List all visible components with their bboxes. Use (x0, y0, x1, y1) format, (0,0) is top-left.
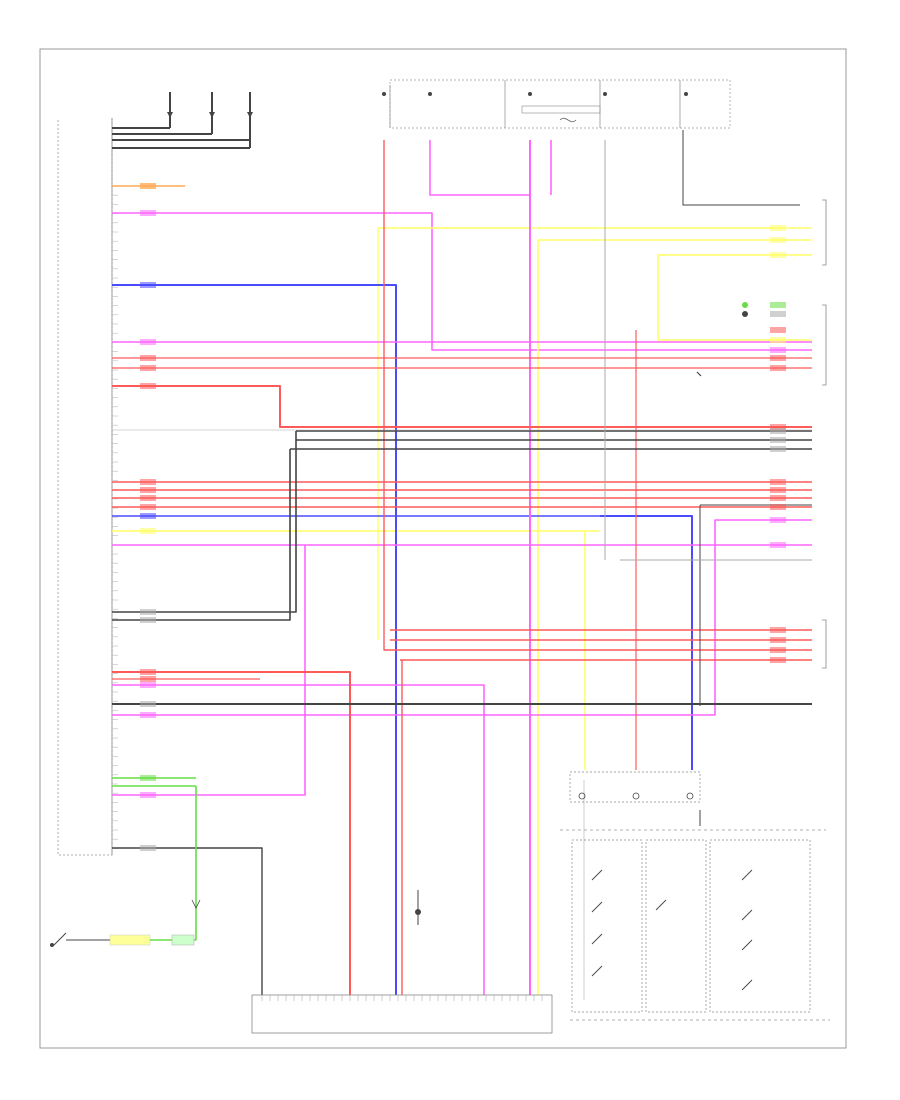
wire-color-tag (770, 495, 786, 501)
wire-color-tag (140, 282, 156, 288)
wire-color-tag (770, 487, 786, 493)
wire-color-tag (770, 647, 786, 653)
switch-assembly (560, 771, 830, 1021)
wire-color-tag (770, 424, 786, 430)
wire-red-9 (112, 671, 351, 1000)
wire-color-tag (770, 237, 786, 243)
bottom-connector-pins (261, 995, 543, 1001)
ground-sensor (415, 890, 421, 925)
wire-tags (140, 183, 786, 851)
diagram-frame (39, 48, 847, 1049)
wire-color-tag (140, 845, 156, 851)
wire-color-tag (770, 428, 786, 434)
wire-color-tag (140, 504, 156, 510)
wire-red-3 (112, 385, 812, 428)
wire-color-tag (770, 479, 786, 485)
wire-color-tag (770, 302, 786, 308)
wire-color-tag (770, 337, 786, 343)
wire-color-tag (140, 513, 156, 519)
wire-color-tag (770, 504, 786, 510)
wire-color-tag (140, 487, 156, 493)
wire-color-tag (770, 637, 786, 643)
wire-color-tag (770, 657, 786, 663)
wire-color-tag (140, 210, 156, 216)
wire-pink-1 (112, 212, 812, 351)
wire-color-tag (140, 775, 156, 781)
wire-blue-2 (600, 515, 693, 770)
main-module (57, 118, 118, 856)
wire-black-7 (112, 847, 263, 1000)
wire-color-tag (140, 682, 156, 688)
wire-color-tag (770, 446, 786, 452)
wire-blue-1 (112, 284, 397, 1000)
bottom-connector (251, 994, 553, 1034)
wire-color-tag (140, 701, 156, 707)
wire-pink-8 (112, 684, 485, 1000)
wire-pink-7 (112, 545, 306, 796)
wire-color-tag (770, 355, 786, 361)
wire-color-tag (770, 627, 786, 633)
wire-color-tag (770, 437, 786, 443)
wire-color-tag (770, 252, 786, 258)
wire-red-4 (383, 140, 812, 651)
module-pin-ticks (112, 185, 118, 849)
wire-color-tag (140, 355, 156, 361)
wire-color-tag (140, 183, 156, 189)
right-components (682, 130, 827, 669)
wire-color-tag (140, 365, 156, 371)
wire-layer (112, 140, 812, 1000)
wire-color-tag (140, 495, 156, 501)
wire-color-tag (770, 327, 786, 333)
wire-color-tag (140, 617, 156, 623)
wire-pink-2 (429, 140, 530, 196)
wire-color-tag (140, 528, 156, 534)
top-fuse-blocks (382, 79, 731, 129)
wire-color-tag (770, 542, 786, 548)
top-left-components (112, 92, 253, 149)
wire-color-tag (770, 517, 786, 523)
wire-color-tag (140, 676, 156, 682)
wire-color-tag (770, 225, 786, 231)
wire-pink-9 (112, 519, 812, 716)
wire-color-tag (140, 479, 156, 485)
wire-color-tag (770, 347, 786, 353)
wire-color-tag (770, 311, 786, 317)
wire-black-4 (112, 431, 297, 613)
wire-color-tag (140, 712, 156, 718)
bottom-left-switch (50, 785, 201, 947)
wire-yellow-6 (657, 255, 812, 341)
wire-color-tag (770, 365, 786, 371)
wire-color-tag (140, 609, 156, 615)
wire-color-tag (140, 383, 156, 389)
wire-color-tag (140, 792, 156, 798)
wire-black-5 (112, 449, 291, 621)
wire-color-tag (140, 339, 156, 345)
wire-color-tag (140, 669, 156, 675)
